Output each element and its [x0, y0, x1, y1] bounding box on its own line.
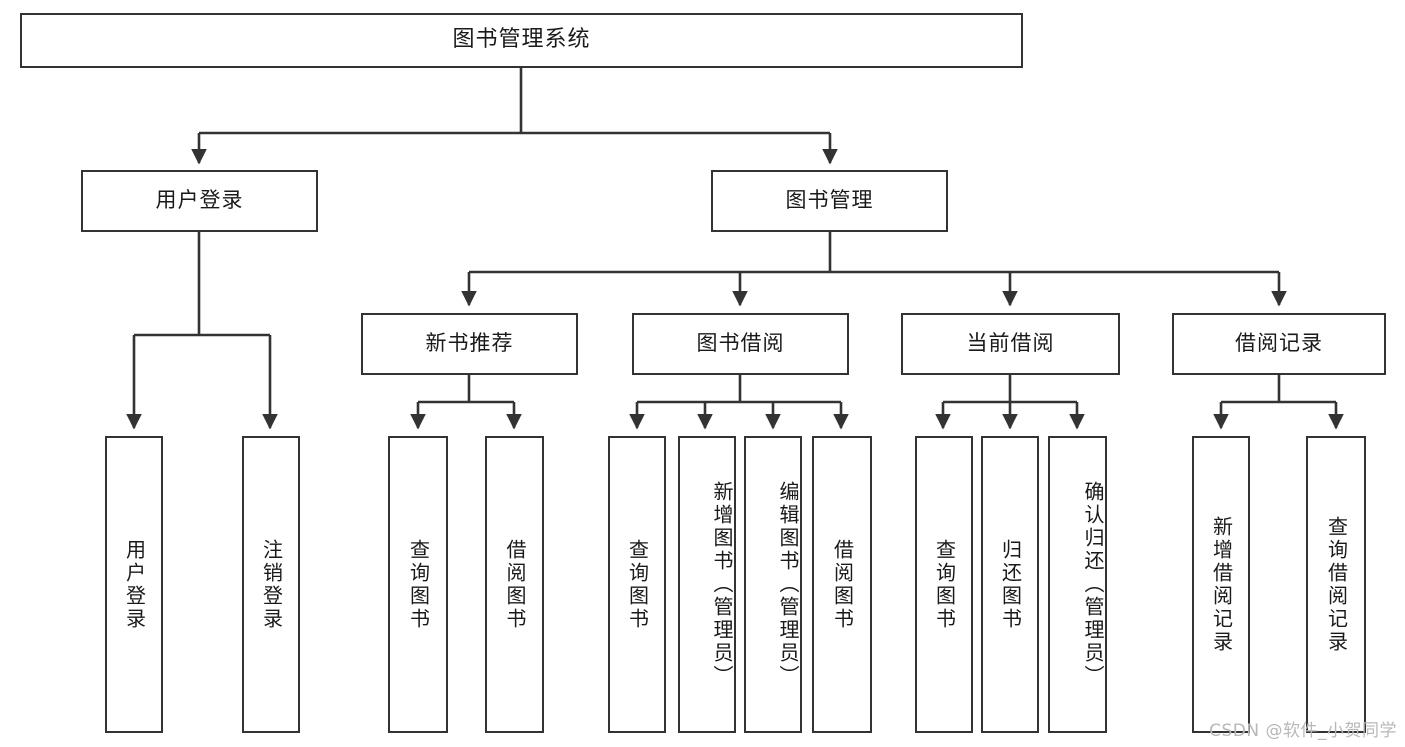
- node-book-borrow[interactable]: 图书借阅: [632, 313, 849, 375]
- leaf-current-borrow-query-book[interactable]: 查询图书: [915, 436, 973, 733]
- leaf-book-borrow-borrow-book[interactable]: 借阅图书: [812, 436, 872, 733]
- leaf-borrow-record-add-record[interactable]: 新增借阅记录: [1192, 436, 1250, 733]
- node-current-borrow[interactable]: 当前借阅: [901, 313, 1120, 375]
- node-borrow-record[interactable]: 借阅记录: [1172, 313, 1386, 375]
- leaf-user-login-logout[interactable]: 注销登录: [242, 436, 300, 733]
- leaf-book-borrow-query-book[interactable]: 查询图书: [608, 436, 666, 733]
- leaf-book-borrow-add-book-admin[interactable]: 新增图书（管理员）: [678, 436, 736, 733]
- leaf-current-borrow-confirm-return-admin[interactable]: 确认归还（管理员）: [1048, 436, 1107, 733]
- leaf-new-book-borrow-book[interactable]: 借阅图书: [485, 436, 544, 733]
- node-root-system[interactable]: 图书管理系统: [20, 13, 1023, 68]
- watermark-text: CSDN @软件_小贺同学: [1209, 721, 1397, 741]
- node-book-management[interactable]: 图书管理: [711, 170, 948, 232]
- node-new-book-recommend[interactable]: 新书推荐: [361, 313, 578, 375]
- leaf-current-borrow-return-book[interactable]: 归还图书: [981, 436, 1039, 733]
- leaf-borrow-record-query-record[interactable]: 查询借阅记录: [1306, 436, 1366, 733]
- leaf-new-book-query-book[interactable]: 查询图书: [388, 436, 448, 733]
- leaf-user-login-login[interactable]: 用户登录: [105, 436, 163, 733]
- node-user-login[interactable]: 用户登录: [81, 170, 318, 232]
- leaf-book-borrow-edit-book-admin[interactable]: 编辑图书（管理员）: [744, 436, 802, 733]
